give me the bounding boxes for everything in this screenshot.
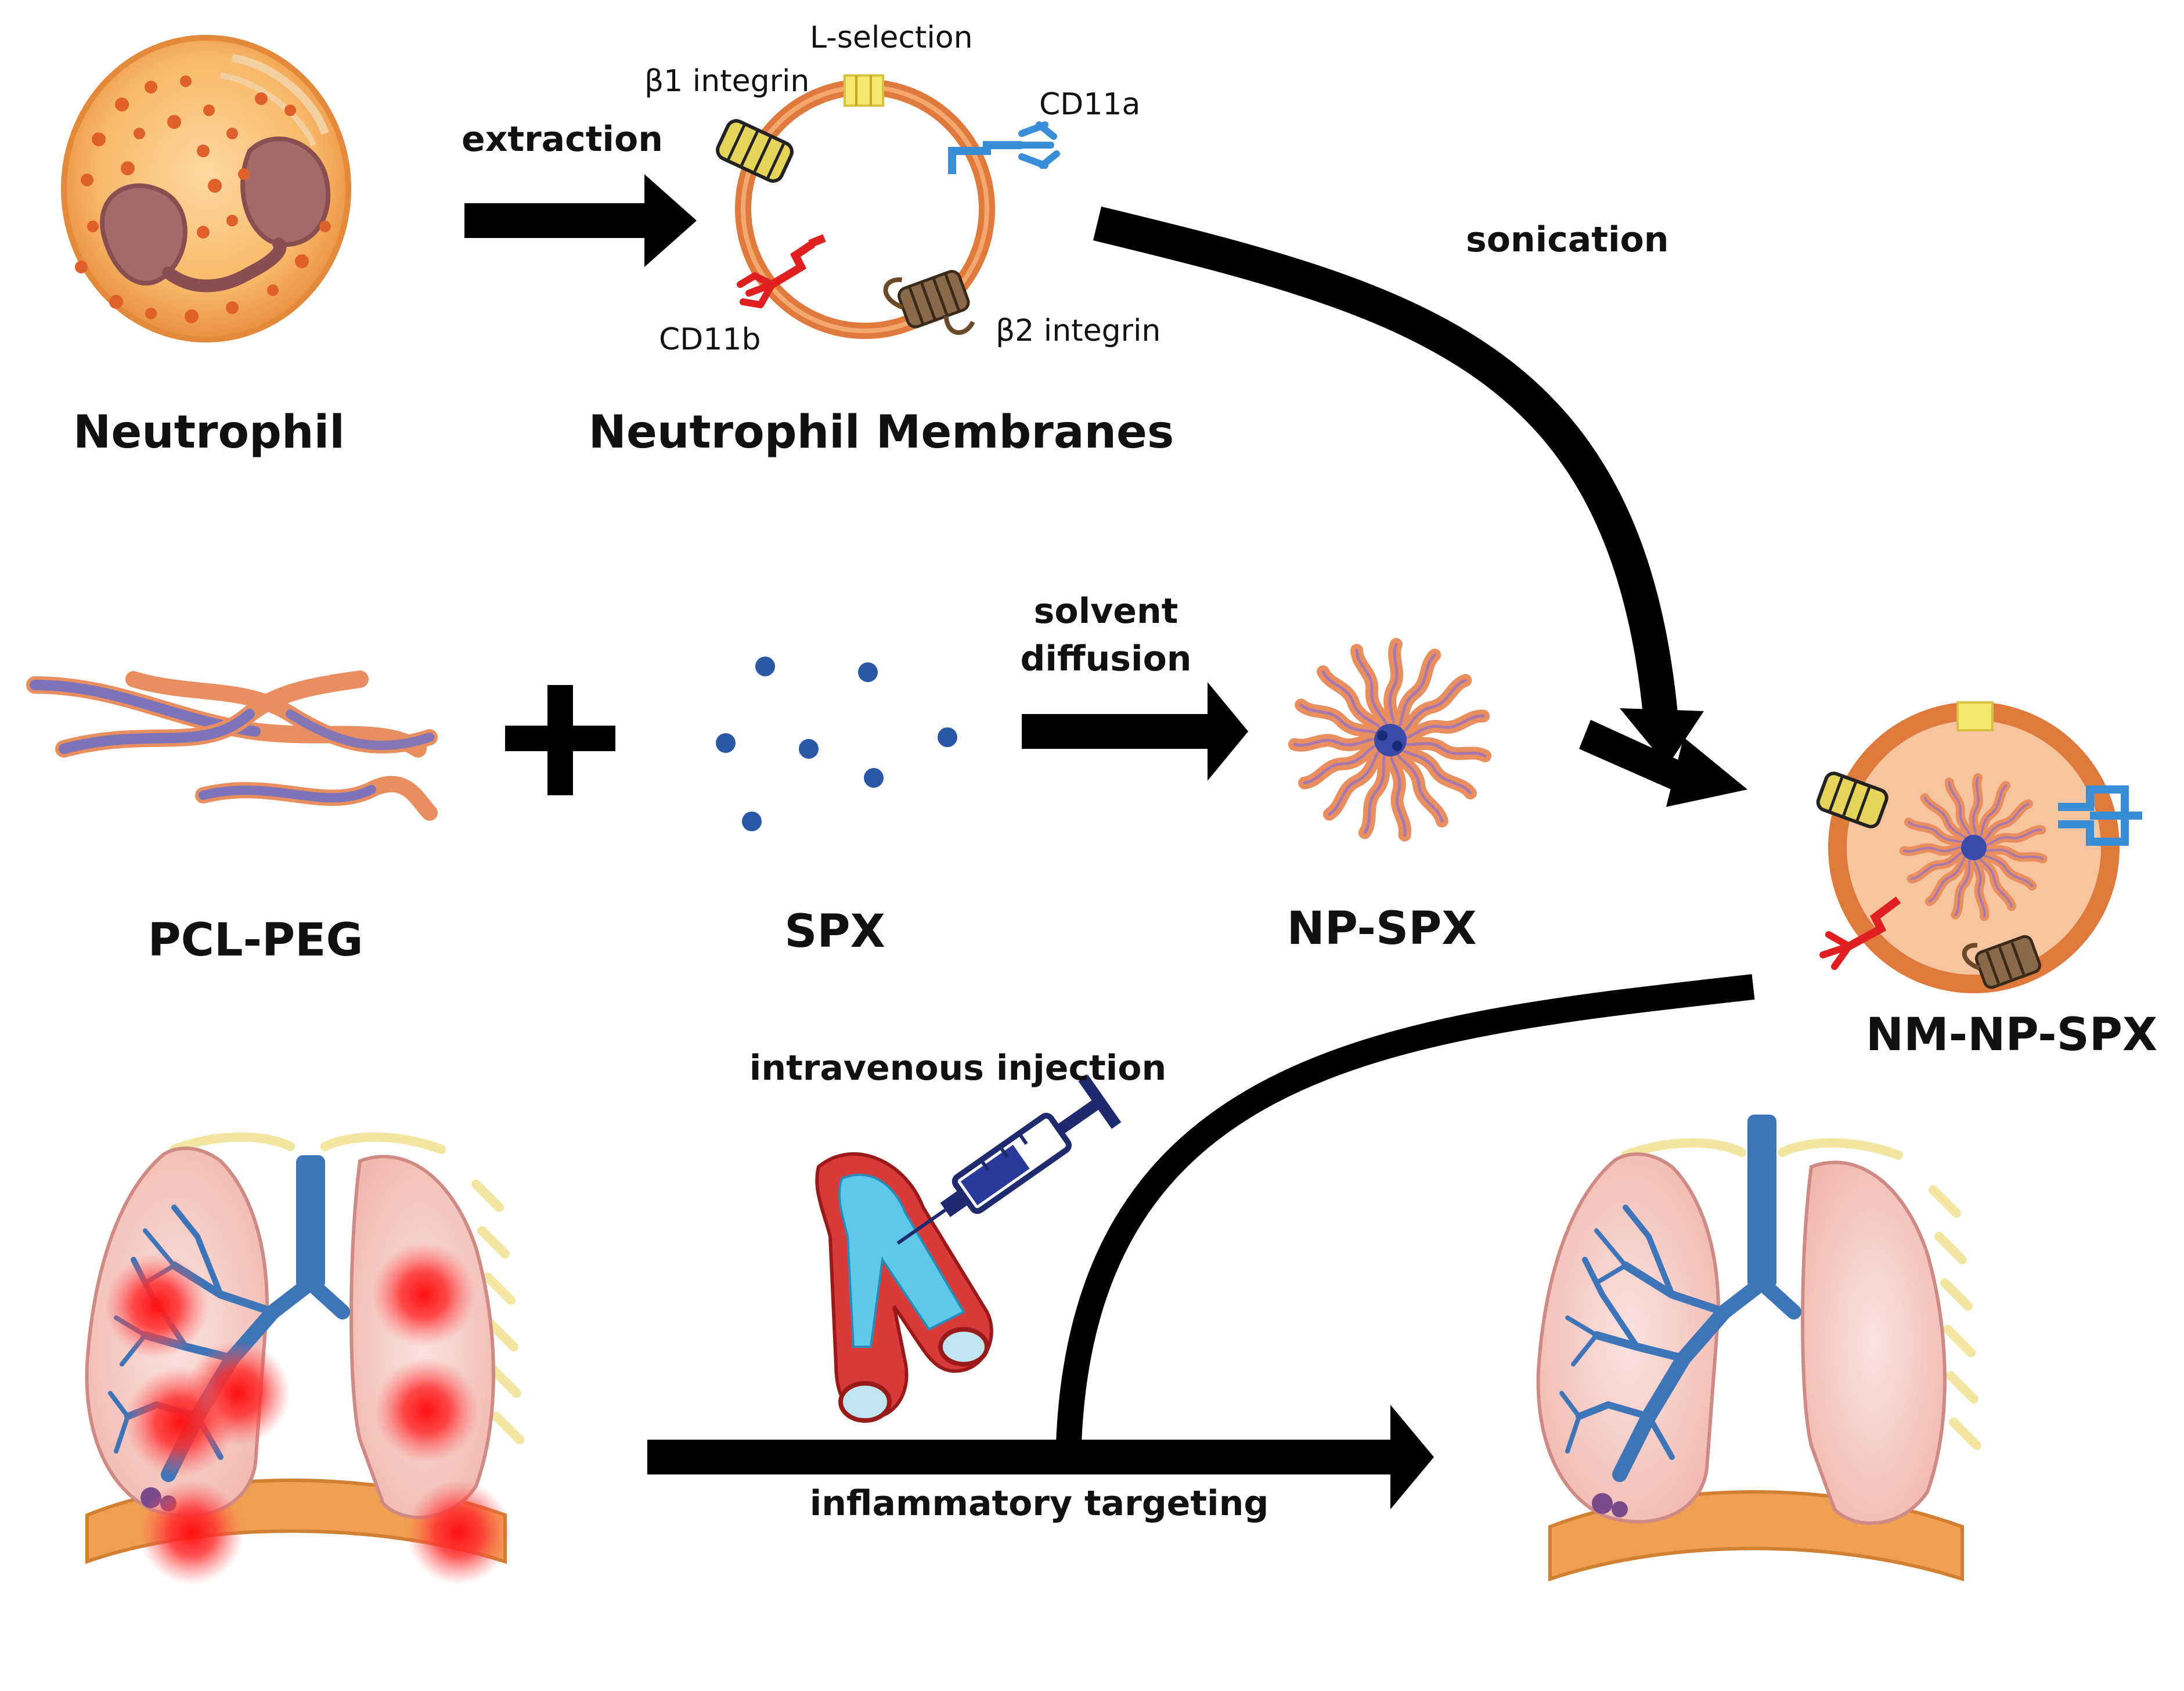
solvent-diffusion-label-line1: solvent (1033, 591, 1179, 632)
nm-np-spx-label: NM-NP-SPX (1865, 1009, 2158, 1061)
plus-icon (505, 685, 615, 795)
blood-vessel-icon (815, 1152, 993, 1423)
inflammatory-targeting-label: inflammatory targeting (809, 1483, 1269, 1524)
pcl-peg-label: PCL-PEG (147, 914, 363, 967)
cd11a-protein-icon (948, 121, 1060, 174)
cd11b-protein-icon (737, 234, 826, 308)
beta2-integrin-label: β2 integrin (996, 313, 1161, 348)
sonication-arrow (1093, 206, 1704, 766)
neutrophil-label: Neutrophil (73, 406, 345, 459)
np-spx-label: NP-SPX (1286, 903, 1477, 955)
syringe-icon (896, 1075, 1122, 1245)
neutrophil-cell-icon (61, 35, 351, 342)
beta1-integrin-label: β1 integrin (644, 64, 810, 99)
coating-arrow (1579, 720, 1747, 807)
spx-label: SPX (784, 906, 885, 958)
intravenous-injection-label: intravenous injection (749, 1048, 1167, 1088)
inflamed-lungs-icon (85, 1132, 524, 1585)
injection-curve-line (1055, 974, 1755, 1463)
neutrophil-membranes-label: Neutrophil Membranes (588, 406, 1174, 459)
spx-molecules-icon (716, 657, 957, 831)
inflammatory-targeting-arrow (647, 1405, 1434, 1509)
healthy-lungs-icon (1536, 1115, 1981, 1582)
extraction-arrow (464, 174, 697, 267)
solvent-diffusion-arrow (1022, 682, 1248, 781)
l-selection-label: L-selection (810, 20, 973, 55)
np-spx-micelle-icon (1295, 644, 1486, 835)
l-selection-protein-icon (844, 74, 884, 107)
beta1-integrin-icon (716, 119, 794, 183)
solvent-diffusion-label-line2: diffusion (1020, 639, 1192, 679)
pcl-peg-polymer-icon (26, 670, 438, 821)
beta2-integrin-icon (883, 270, 975, 335)
cd11b-label: CD11b (659, 322, 761, 357)
extraction-label: extraction (462, 119, 663, 160)
nm-np-spx-nanoparticle-icon (1816, 701, 2142, 993)
cd11a-label: CD11a (1039, 87, 1141, 122)
sonication-label: sonication (1466, 219, 1669, 260)
